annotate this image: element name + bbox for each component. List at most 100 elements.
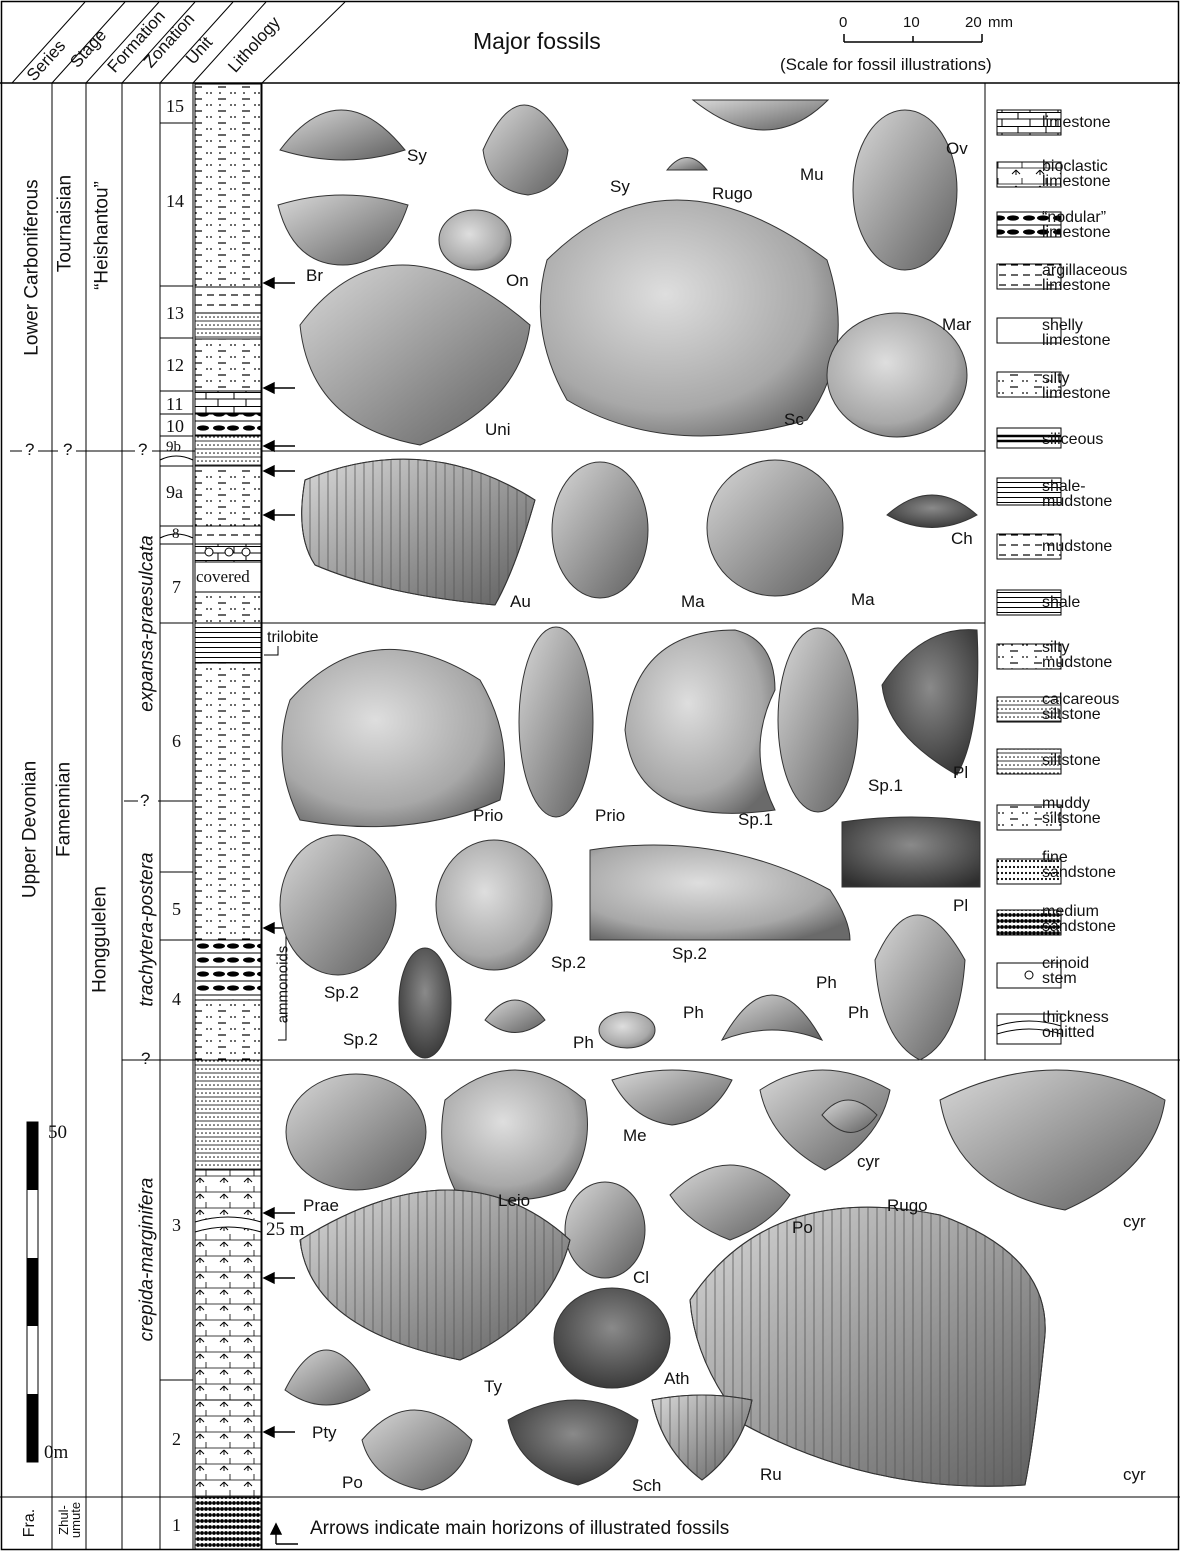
- legend-medium-sandstone: medium sandstone: [1042, 904, 1132, 934]
- legend-shelly-limestone: shelly limestone: [1042, 318, 1132, 348]
- query-zone-2: ?: [140, 792, 149, 809]
- fossil-label: Leio: [498, 1192, 530, 1209]
- fossil-label: Mu: [800, 166, 824, 183]
- stage-bottom: Zhul- umute: [58, 1500, 82, 1540]
- thickness-omitted-label: 25 m: [266, 1220, 305, 1239]
- arrows-note: Arrows indicate main horizons of illustr…: [310, 1519, 729, 1538]
- fossil-scale-bar: [844, 34, 982, 42]
- major-fossils-title: Major fossils: [473, 30, 601, 53]
- query-zonation: ?: [138, 441, 147, 458]
- fossil-label: Sc: [784, 411, 804, 428]
- query-zone-3: ?: [141, 1050, 150, 1067]
- fossil-images: [278, 100, 1165, 1490]
- fossil-label: Sy: [610, 178, 630, 195]
- fossil-label: On: [506, 272, 529, 289]
- fossil-label: Rugo: [887, 1197, 928, 1214]
- legend-silty-limestone: silty limestone: [1042, 371, 1132, 401]
- unit-5: 5: [172, 900, 181, 918]
- legend-mudstone: mudstone: [1042, 539, 1177, 554]
- fossil-label: Mar: [942, 316, 971, 333]
- fossil-label: Br: [306, 267, 323, 284]
- unit-2: 2: [172, 1430, 181, 1448]
- unit-10: 10: [166, 417, 184, 435]
- series-bottom: Fra.: [22, 1503, 38, 1543]
- fossil-label: Me: [623, 1127, 647, 1144]
- fossil-label: Sch: [632, 1477, 661, 1494]
- legend-shale: shale: [1042, 595, 1177, 610]
- zonation-3: crepida-marginifera: [138, 1160, 157, 1360]
- legend-thickness-omitted: thickness omitted: [1042, 1010, 1132, 1040]
- fossil-label: cyr: [1123, 1213, 1146, 1230]
- stage-lower: Famennian: [55, 760, 74, 860]
- unit-14: 14: [166, 192, 184, 210]
- fossil-label: Ov: [946, 140, 968, 157]
- query-stage: ?: [63, 441, 72, 458]
- unit-4: 4: [172, 990, 181, 1008]
- unit-7: 7: [172, 578, 181, 596]
- query-series: ?: [25, 441, 34, 458]
- fossil-label: Ru: [760, 1466, 782, 1483]
- trilobite-label: trilobite: [267, 630, 319, 646]
- legend-siliceous: siliceous: [1042, 432, 1177, 447]
- zonation-1: expansa-praesulcata: [138, 534, 157, 714]
- legend-argillaceous-limestone: argillaceous limestone: [1042, 263, 1177, 293]
- fossil-label: Sp.1: [738, 811, 773, 828]
- fossil-label: Sp.2: [343, 1031, 378, 1048]
- fossil-label: Prio: [473, 807, 503, 824]
- scale-bar-bottom: 0m: [44, 1443, 68, 1462]
- fossil-label: Prae: [303, 1197, 339, 1214]
- legend-bioclastic-limestone: bioclastic limestone: [1042, 159, 1167, 189]
- fossil-label: Ch: [951, 530, 973, 547]
- legend-crinoid-stem: crinoid stem: [1042, 956, 1112, 986]
- fossil-label: Pty: [312, 1424, 337, 1441]
- legend-fine-sandstone: fine sandstone: [1042, 850, 1132, 880]
- fossil-label: Sp.1: [868, 777, 903, 794]
- formation-upper: “Heishantou”: [93, 181, 112, 291]
- scale-tick-10: 10: [903, 15, 920, 30]
- scale-caption: (Scale for fossil illustrations): [780, 56, 992, 73]
- legend-limestone: limestone: [1042, 115, 1177, 130]
- series-lower: Upper Devonian: [21, 750, 40, 910]
- fossil-label: Pl: [953, 897, 968, 914]
- fossil-label: Uni: [485, 421, 511, 438]
- legend-calcareous-siltstone: calcareous siltstone: [1042, 692, 1142, 722]
- unit-wave-9b: [160, 456, 193, 460]
- legend-siltstone: siltstone: [1042, 753, 1177, 768]
- fossil-label: Ph: [573, 1034, 594, 1051]
- thickness-scale-bar: [27, 1122, 38, 1462]
- fossil-label: Rugo: [712, 185, 753, 202]
- fossil-label: Ty: [484, 1378, 502, 1395]
- fossil-label: Prio: [595, 807, 625, 824]
- legend-muddy-siltstone: muddy siltstone: [1042, 796, 1132, 826]
- stage-upper: Tournaisian: [56, 169, 75, 279]
- unit-1: 1: [172, 1516, 181, 1534]
- legend-nodular-limestone: “nodular” limestone: [1042, 210, 1132, 240]
- legend-shale-mudstone: shale-mudstone: [1042, 479, 1132, 509]
- fossil-label: cyr: [857, 1153, 880, 1170]
- zonation-2: trachytera-postera: [138, 850, 157, 1010]
- covered-label: covered: [196, 568, 250, 585]
- ammonoids-label: ammonoids: [276, 935, 291, 1035]
- unit-9a: 9a: [166, 483, 183, 501]
- unit-6: 6: [172, 732, 181, 750]
- lithology-column: [195, 84, 261, 1549]
- fossil-label: Sy: [407, 147, 427, 164]
- fossil-label: cyr: [1123, 1466, 1146, 1483]
- fossil-label: Ph: [848, 1004, 869, 1021]
- unit-8: 8: [172, 527, 180, 542]
- fossil-label: Au: [510, 593, 531, 610]
- fossil-label: Ma: [681, 593, 705, 610]
- fossil-label: Sp.2: [672, 945, 707, 962]
- fossil-label: Ma: [851, 591, 875, 608]
- fossil-label: Sp.2: [551, 954, 586, 971]
- fossil-label: Ath: [664, 1370, 690, 1387]
- unit-12: 12: [166, 356, 184, 374]
- fossil-label: Sp.2: [324, 984, 359, 1001]
- scale-tick-20: 20: [965, 15, 982, 30]
- fossil-label: Pl: [953, 764, 968, 781]
- scale-tick-0: 0: [839, 15, 847, 30]
- fossil-label: Po: [342, 1474, 363, 1491]
- fossil-label: Po: [792, 1219, 813, 1236]
- unit-11: 11: [166, 395, 183, 413]
